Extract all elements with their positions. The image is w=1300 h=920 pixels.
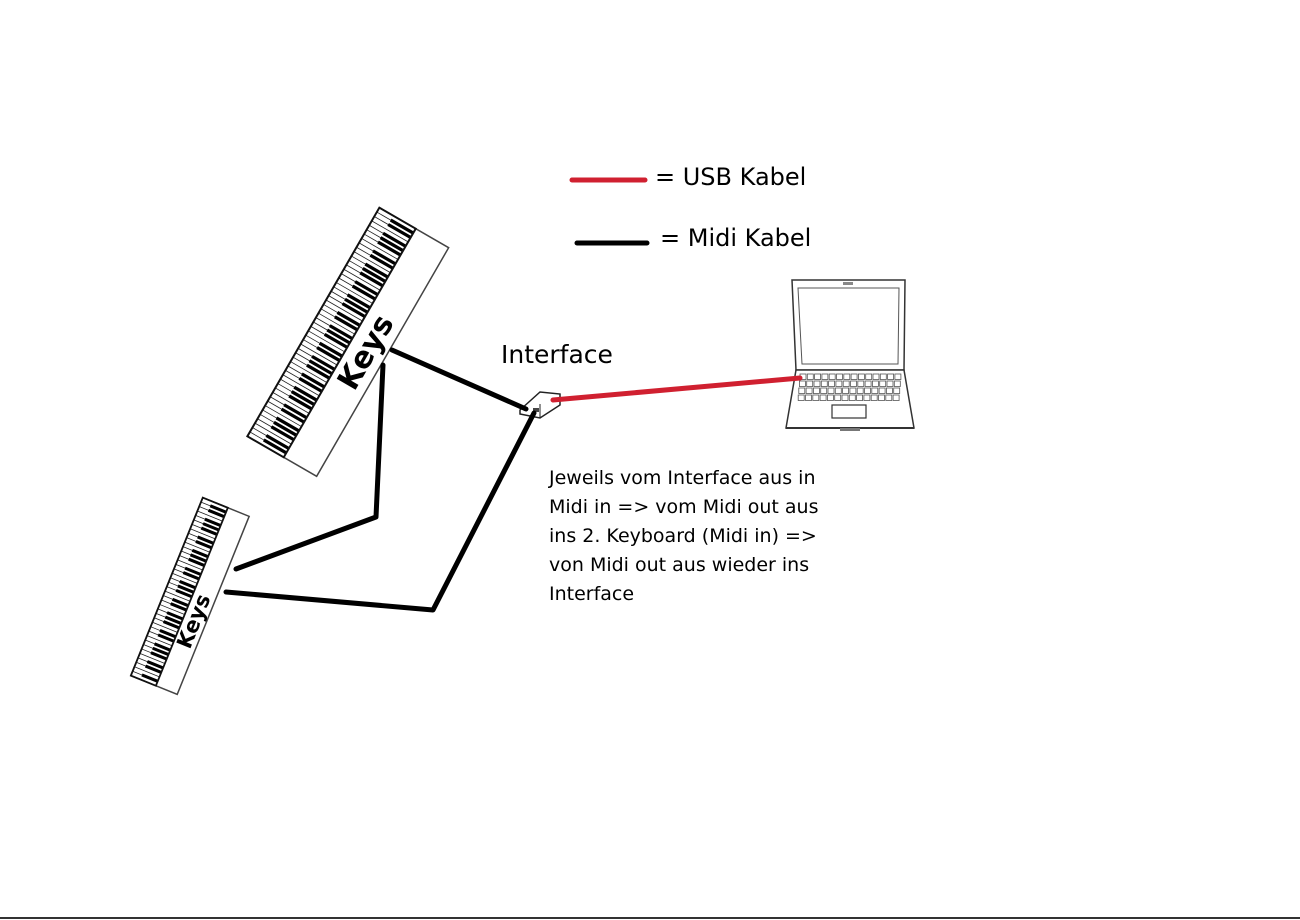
note-line: Midi in => vom Midi out aus [549, 496, 819, 518]
interface-label: Interface [501, 340, 613, 369]
keyboard-large: Keys [245, 206, 450, 478]
laptop [785, 279, 915, 431]
midi-cable-interface-to-large-keyboard [389, 347, 529, 412]
legend-midi-label: = Midi Kabel [660, 224, 812, 252]
midi-cable-small-keyboard-to-interface [223, 410, 537, 613]
legend-usb-label: = USB Kabel [655, 163, 807, 191]
note-line: Jeweils vom Interface aus in [549, 467, 816, 489]
keyboard-small: Keys [129, 496, 251, 696]
note-line: Interface [549, 583, 635, 605]
note-line: von Midi out aus wieder ins [549, 554, 810, 576]
bottom-border [0, 917, 1300, 919]
midi-cable-large-keyboard-to-small-keyboard [233, 362, 386, 572]
note-line: ins 2. Keyboard (Midi in) => [549, 525, 817, 547]
midi-cables [223, 347, 537, 613]
midi-interface-box [519, 391, 561, 419]
wiring-note: Jeweils vom Interface aus in Midi in => … [549, 464, 849, 609]
usb-cable-interface-to-laptop [550, 375, 803, 403]
